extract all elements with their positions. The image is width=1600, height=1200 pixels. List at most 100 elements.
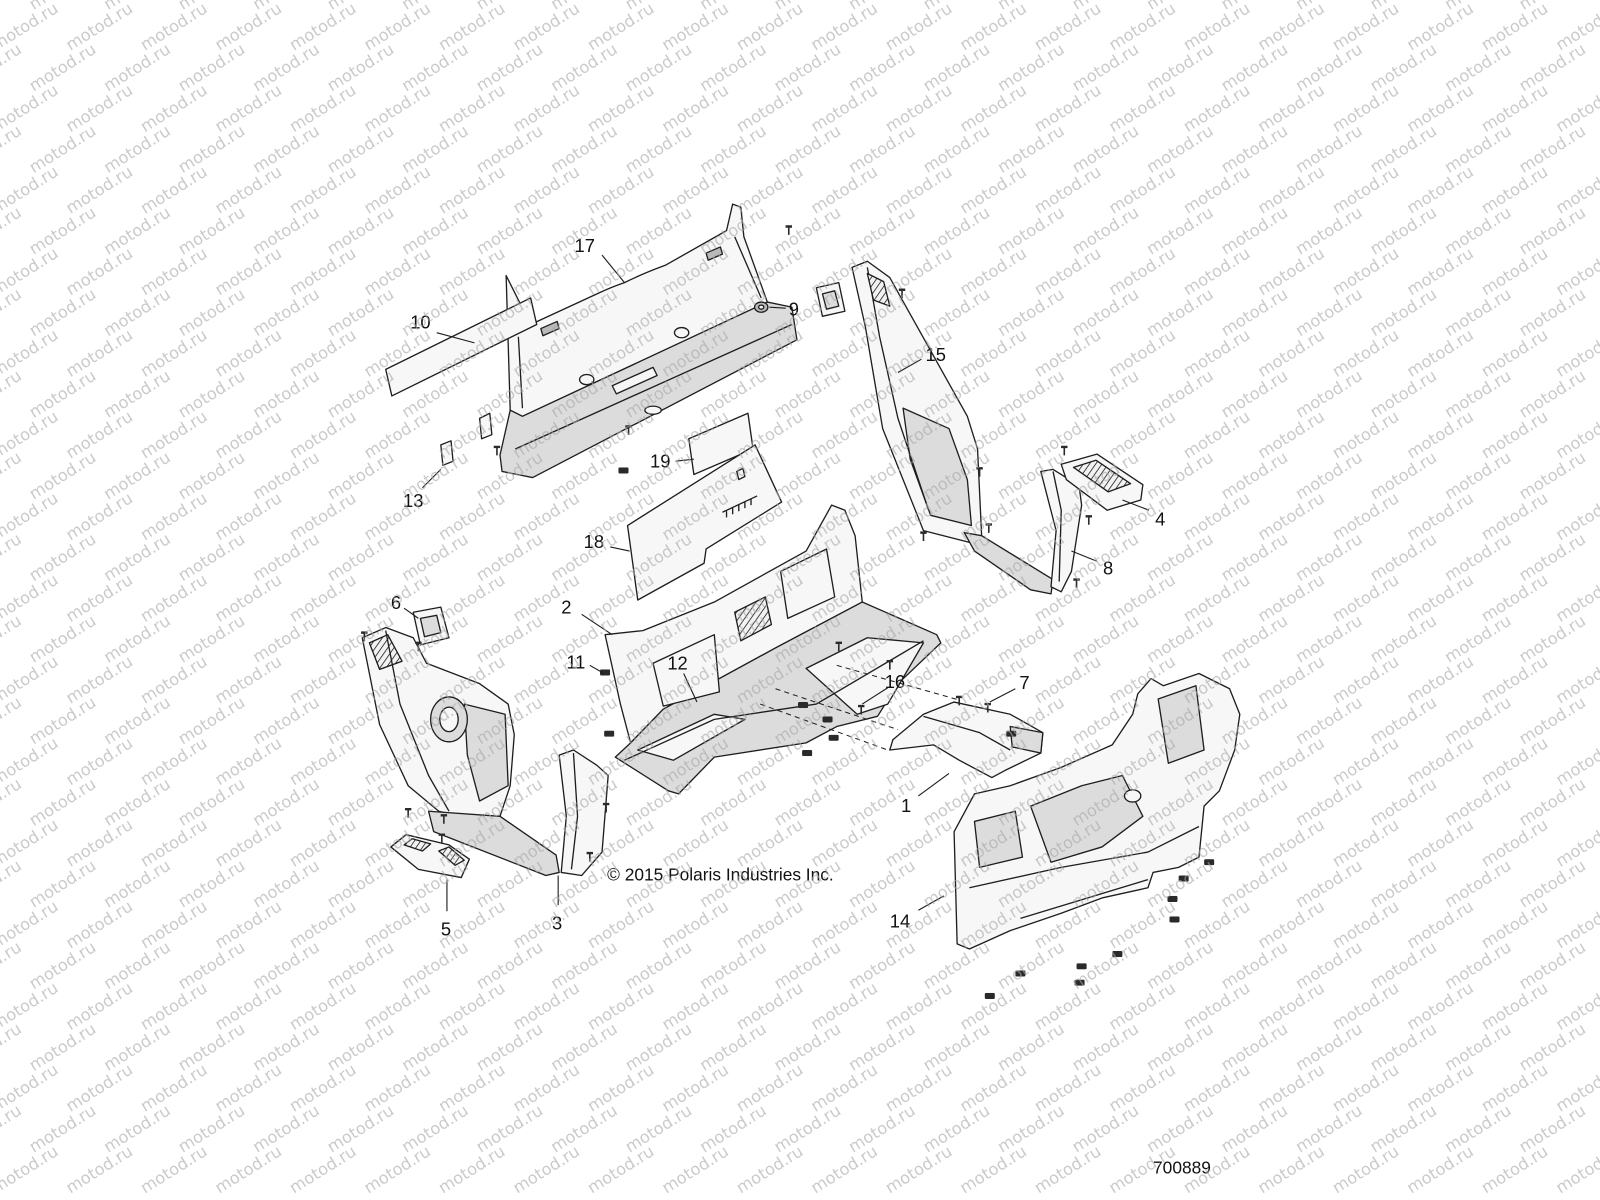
watermark-text: motod.ru <box>1105 325 1179 381</box>
watermark-text: motod.ru <box>956 978 1030 1034</box>
watermark-text: motod.ru <box>211 1141 285 1197</box>
watermark-text: motod.ru <box>1218 366 1292 422</box>
watermark-text: motod.ru <box>1143 529 1217 585</box>
watermark-text: motod.ru <box>1516 284 1590 340</box>
part-14 <box>953 672 1241 950</box>
watermark-text: motod.ru <box>473 121 547 177</box>
copyright-text: © 2015 Polaris Industries Inc. <box>607 865 834 885</box>
watermark-text: motod.ru <box>175 1101 249 1157</box>
watermark-text: motod.ru <box>360 488 434 544</box>
watermark-text: motod.ru <box>622 121 696 177</box>
watermark-text: motod.ru <box>1254 570 1328 626</box>
watermark-text: motod.ru <box>1441 1101 1515 1157</box>
watermark-text: motod.ru <box>1329 162 1403 218</box>
callout-15: 15 <box>926 344 946 365</box>
watermark-text: motod.ru <box>1329 570 1403 626</box>
watermark-text: motod.ru <box>1292 448 1366 504</box>
leader-line-13 <box>422 468 442 489</box>
watermark-text: motod.ru <box>1441 774 1515 830</box>
watermark-text: motod.ru <box>509 80 583 136</box>
watermark-text: motod.ru <box>100 611 174 667</box>
watermark-text: motod.ru <box>1367 1101 1441 1157</box>
watermark-text: motod.ru <box>622 39 696 95</box>
watermark-text: motod.ru <box>1254 652 1328 708</box>
watermark-text: motod.ru <box>249 203 323 259</box>
watermark-text: motod.ru <box>994 366 1068 422</box>
watermark-text: motod.ru <box>547 39 621 95</box>
watermark-text: motod.ru <box>1292 203 1366 259</box>
watermark-text: motod.ru <box>1367 39 1441 95</box>
watermark-text: motod.ru <box>1441 39 1515 95</box>
part-14-hole <box>1123 789 1142 803</box>
watermark-text: motod.ru <box>1516 529 1590 585</box>
leader-line-15 <box>897 358 922 373</box>
watermark-text: motod.ru <box>807 407 881 463</box>
watermark-text: motod.ru <box>1254 978 1328 1034</box>
watermark-text: motod.ru <box>175 448 249 504</box>
watermark-text: motod.ru <box>62 0 136 54</box>
watermark-text: motod.ru <box>211 80 285 136</box>
watermark-text: motod.ru <box>1292 693 1366 749</box>
watermark-text: motod.ru <box>175 611 249 667</box>
watermark-text: motod.ru <box>211 897 285 953</box>
watermark-text: motod.ru <box>175 39 249 95</box>
watermark-text: motod.ru <box>360 80 434 136</box>
part-18-sheet <box>626 444 783 601</box>
watermark-text: motod.ru <box>324 366 398 422</box>
part-3-pillar <box>558 749 609 877</box>
watermark-text: motod.ru <box>26 1019 100 1075</box>
watermark-text: motod.ru <box>956 80 1030 136</box>
watermark-text: motod.ru <box>1403 162 1477 218</box>
watermark-text: motod.ru <box>807 815 881 871</box>
watermark-text: motod.ru <box>1218 1101 1292 1157</box>
watermark-text: motod.ru <box>1105 897 1179 953</box>
watermark-text: motod.ru <box>1403 815 1477 871</box>
watermark-text: motod.ru <box>26 39 100 95</box>
watermark-text: motod.ru <box>1254 733 1328 789</box>
watermark-text: motod.ru <box>733 897 807 953</box>
watermark-text: motod.ru <box>435 1060 509 1116</box>
watermark-text: motod.ru <box>286 325 360 381</box>
assembly-line-b <box>775 688 899 731</box>
watermark-text: motod.ru <box>1403 897 1477 953</box>
watermark-text: motod.ru <box>1441 284 1515 340</box>
watermark-text: motod.ru <box>62 488 136 544</box>
part-2-wall-recess-left <box>652 634 721 707</box>
watermark-text: motod.ru <box>1180 325 1254 381</box>
watermark-text: motod.ru <box>1292 39 1366 95</box>
watermark-text: motod.ru <box>286 1141 360 1197</box>
watermark-text: motod.ru <box>1478 162 1552 218</box>
watermark-text: motod.ru <box>286 815 360 871</box>
watermark-text: motod.ru <box>807 978 881 1034</box>
watermark-text: motod.ru <box>1143 1019 1217 1075</box>
watermark-text: motod.ru <box>1105 162 1179 218</box>
watermark-text: motod.ru <box>1441 856 1515 912</box>
callout-5: 5 <box>441 919 451 940</box>
fastener <box>493 445 501 456</box>
leader-lines <box>403 254 1150 912</box>
square-pad-upper <box>815 281 846 317</box>
callout-14: 14 <box>890 911 910 932</box>
watermark-text: motod.ru <box>175 1019 249 1075</box>
part-17-hole-center <box>644 405 662 415</box>
part-8-sill <box>963 531 1054 595</box>
square-pad-upper-inner <box>821 290 840 310</box>
watermark-text: motod.ru <box>1031 0 1105 54</box>
watermark-text: motod.ru <box>1180 1060 1254 1116</box>
watermark-text: motod.ru <box>1143 121 1217 177</box>
watermark-text: motod.ru <box>1367 203 1441 259</box>
watermark-text: motod.ru <box>658 80 732 136</box>
watermark-text: motod.ru <box>0 1101 25 1157</box>
part-2-floor-rail <box>637 713 746 761</box>
watermark-text: motod.ru <box>324 121 398 177</box>
watermark-text: motod.ru <box>733 80 807 136</box>
watermark-text: motod.ru <box>509 1141 583 1197</box>
watermark-text: motod.ru <box>1254 407 1328 463</box>
watermark-text: motod.ru <box>286 162 360 218</box>
watermark-text: motod.ru <box>435 244 509 300</box>
watermark-text: motod.ru <box>0 937 25 993</box>
watermark-text: motod.ru <box>1254 488 1328 544</box>
watermark-text: motod.ru <box>509 244 583 300</box>
watermark-text: motod.ru <box>1441 366 1515 422</box>
